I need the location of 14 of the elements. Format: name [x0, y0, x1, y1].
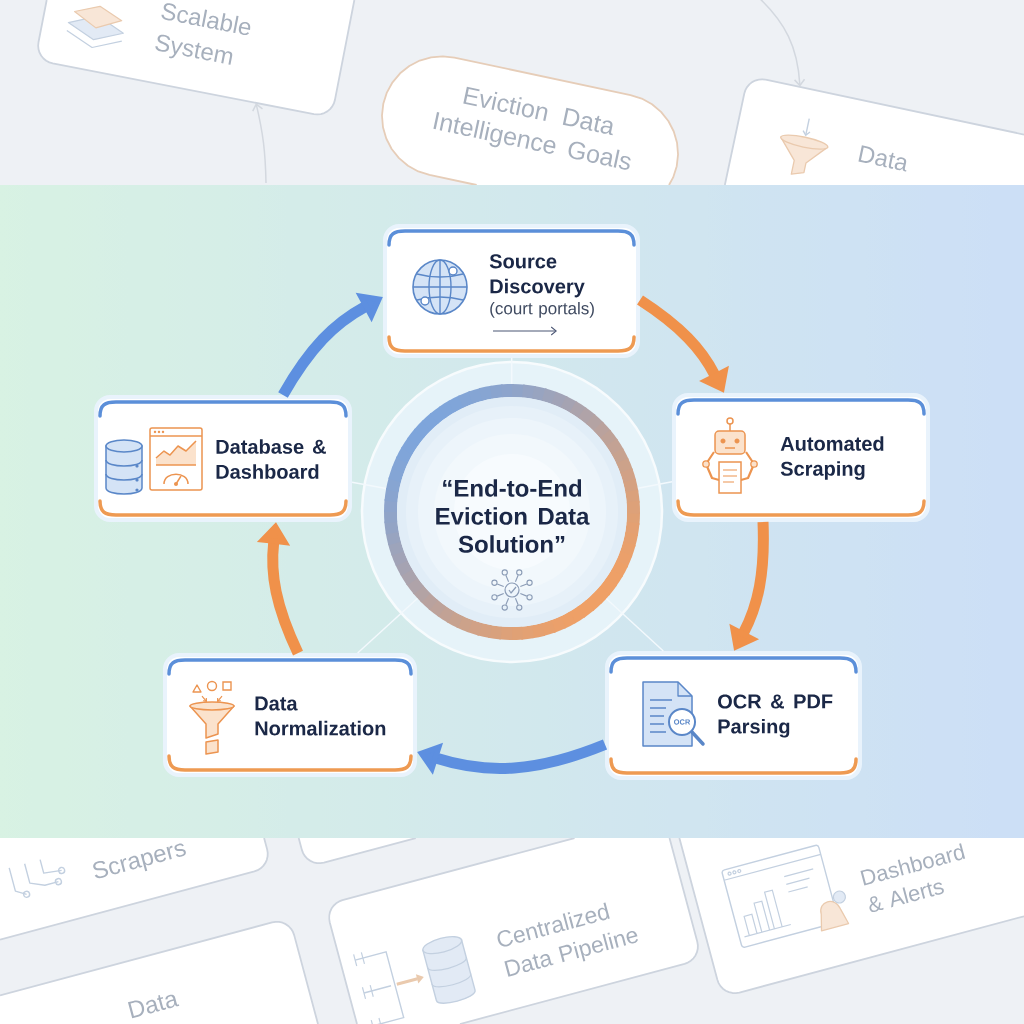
background-pill: Eviction Data Intelligence Goals	[381, 55, 679, 186]
background-card: Scalable System	[37, 0, 356, 116]
background-card: Data	[723, 78, 1024, 186]
connector-line	[356, 597, 419, 654]
connector-line	[637, 481, 673, 489]
background-card: Scrapers	[0, 837, 269, 941]
background-card: Data	[0, 920, 319, 1024]
background-card	[297, 837, 417, 865]
process-box: Data Normalization	[163, 653, 417, 777]
connector-line	[605, 598, 665, 652]
arrow	[252, 103, 267, 184]
process-box: Automated Scraping	[672, 393, 930, 522]
process-box: Source Discovery (court portals)	[383, 224, 640, 358]
connector-line	[351, 481, 387, 490]
